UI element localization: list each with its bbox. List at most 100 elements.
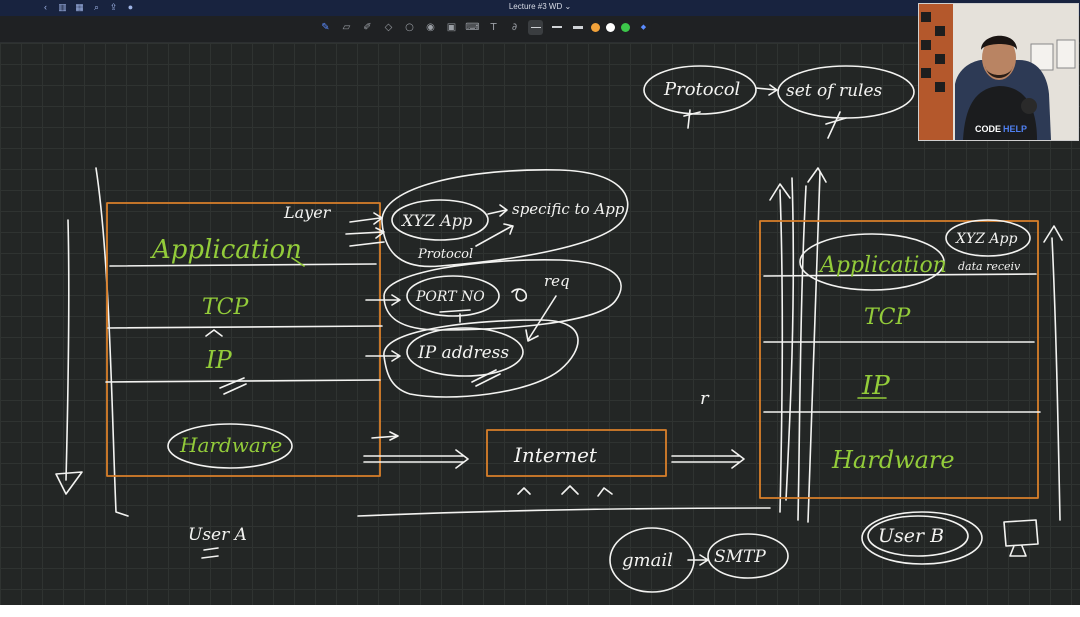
svg-text:CODE: CODE <box>975 124 1001 134</box>
bottom-edge <box>0 605 1080 617</box>
port-underline <box>439 309 471 323</box>
layer-tcp-left: TCP <box>202 295 250 320</box>
req-note: req <box>544 272 570 290</box>
receiver-layer-dividers <box>763 273 1041 413</box>
internet-label: Internet <box>513 443 598 467</box>
layer-application-left: Application <box>150 235 302 265</box>
protocol-small-arrow <box>475 223 514 247</box>
pen-tool-icon[interactable]: ✎ <box>321 22 330 33</box>
grid-icon[interactable]: ▦ <box>75 2 84 12</box>
ip-address-oval <box>406 327 524 377</box>
receiver-up-arrowheads <box>769 167 827 201</box>
user-b-outer-oval <box>861 511 983 565</box>
internet-carets <box>517 485 613 497</box>
eraser-tool-icon[interactable]: ▱ <box>342 22 351 33</box>
stroke-width-thick-button[interactable] <box>570 20 585 35</box>
application-oval-right <box>799 233 945 291</box>
layer-application-right: Application <box>818 253 947 278</box>
tcp-to-port-arrow <box>365 294 401 306</box>
receiver-stack-box <box>759 220 1039 499</box>
smtp-label: SMTP <box>714 547 766 567</box>
port-no-oval <box>406 275 500 317</box>
keyboard-tool-icon[interactable]: ⌨ <box>465 22 480 33</box>
stroke-width-medium-button[interactable] <box>549 20 564 35</box>
text-tool-icon[interactable]: T <box>490 22 497 33</box>
bottom-connector-line <box>357 507 771 517</box>
color-swatch-orange[interactable] <box>591 23 600 32</box>
chevron-left-icon[interactable]: ‹ <box>44 2 47 12</box>
receiver-right-arrow <box>1043 225 1063 521</box>
lasso-tool-icon[interactable]: ○ <box>405 22 414 33</box>
left-down-line <box>65 219 70 481</box>
data-receive-note: data receiv <box>958 260 1021 273</box>
user-b-inner-oval <box>867 515 969 557</box>
stroke-width-thin-button[interactable] <box>528 20 543 35</box>
xyz-app-oval <box>391 199 489 241</box>
layer-hardware-left: Hardware <box>179 433 282 457</box>
title-bar: ‹ ▥ ▦ ⌕ ⇪ ● Lecture #3 WD ⌄ <box>0 0 1080 16</box>
layer-arrows <box>345 212 385 247</box>
hardware-to-internet-arrow <box>363 449 469 469</box>
color-picker-icon[interactable]: ◆ <box>640 23 647 31</box>
share-icon[interactable]: ⇪ <box>109 2 118 12</box>
port-arrow-curl <box>511 288 528 302</box>
ip-address-label: IP address <box>417 343 509 363</box>
layer-label: Layer <box>283 203 332 222</box>
ip-outer-oval <box>383 319 579 398</box>
app-protocol-outer-oval <box>381 169 629 268</box>
hardware-small-arrow <box>371 431 399 441</box>
protocol-small-label: Protocol <box>417 247 473 262</box>
smtp-oval <box>707 533 789 579</box>
ip-address-strike <box>471 369 501 387</box>
computer-sketch-icon <box>1003 519 1039 557</box>
protocol-oval <box>643 65 757 115</box>
xyz-app-right-label: XYZ App <box>955 231 1017 247</box>
receiver-up-lines <box>779 171 821 523</box>
protocol-tail-mark <box>683 109 701 129</box>
user-a-equals-mark <box>201 547 219 559</box>
sender-stack-box <box>106 202 381 477</box>
mic-icon[interactable]: ● <box>127 2 134 12</box>
presenter-webcam: CODE HELP <box>918 3 1079 141</box>
ip-strike-marks <box>219 377 247 395</box>
color-swatch-white[interactable] <box>606 23 615 32</box>
document-title: Lecture #3 WD ⌄ <box>508 2 572 11</box>
hardware-oval-left <box>167 423 293 469</box>
layer-ip-right: IP <box>861 371 890 401</box>
rules-tail-mark <box>825 111 847 139</box>
image-tool-icon[interactable]: ▣ <box>446 22 457 33</box>
xyz-app-label: XYZ App <box>400 211 472 230</box>
gmail-to-smtp-arrow <box>687 554 709 566</box>
highlighter-tool-icon[interactable]: ✐ <box>363 22 372 33</box>
ip-to-address-arrow <box>365 350 401 362</box>
protocol-definition: set of rules <box>786 81 883 101</box>
titlebar-icons: ‹ ▥ ▦ ⌕ ⇪ ● <box>40 2 136 13</box>
link-tool-icon[interactable]: ∂ <box>511 22 518 33</box>
user-b-label: User B <box>878 525 944 547</box>
layer-tcp-right: TCP <box>864 305 912 330</box>
tcp-caret <box>205 329 223 337</box>
internet-to-receiver-arrow <box>671 449 745 469</box>
layer-hardware-right: Hardware <box>831 446 955 474</box>
internet-box <box>486 429 667 477</box>
search-icon[interactable]: ⌕ <box>93 2 100 12</box>
drawing-toolbar: ✎ ▱ ✐ ◇ ○ ◉ ▣ ⌨ T ∂ ◆ <box>0 16 1080 43</box>
sidebar-icon[interactable]: ▥ <box>58 2 67 12</box>
sender-layer-dividers <box>105 263 383 383</box>
protocol-label: Protocol <box>663 79 741 100</box>
gmail-label: gmail <box>622 550 673 571</box>
protocol-arrow <box>755 84 778 96</box>
xyz-app-arrow <box>487 204 508 217</box>
stamp-tool-icon[interactable]: ◉ <box>426 22 435 33</box>
svg-text:HELP: HELP <box>1003 124 1027 134</box>
r-mark: r <box>700 388 710 409</box>
left-down-arrowhead <box>55 471 83 495</box>
port-outer-oval <box>383 259 622 331</box>
shapes-tool-icon[interactable]: ◇ <box>384 22 393 33</box>
xyz-app-right-oval <box>945 219 1031 257</box>
color-swatch-green[interactable] <box>621 23 630 32</box>
port-no-label: PORT NO <box>415 289 485 305</box>
req-arrow <box>525 295 557 342</box>
